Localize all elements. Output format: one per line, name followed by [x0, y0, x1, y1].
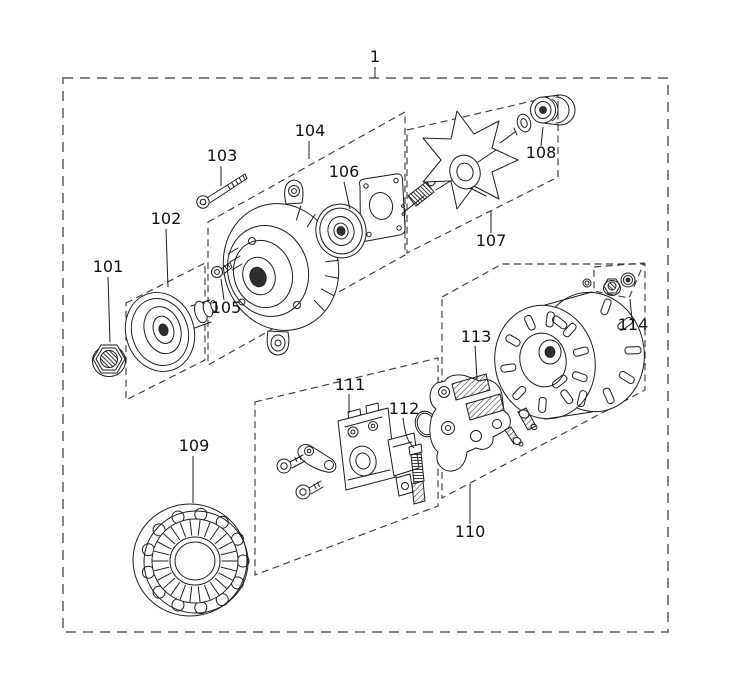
- part-103-bolt: [196, 173, 248, 209]
- stator-laminations: [152, 519, 238, 603]
- callout-labels: 1 101 102 103 104 105 106 107 108 109 11…: [93, 47, 649, 541]
- group-box-nut-washer: [593, 262, 645, 299]
- callout-105: 105: [211, 298, 242, 317]
- callout-103: 103: [207, 146, 238, 165]
- callout-108: 108: [526, 143, 557, 162]
- part-104-front-bracket: [222, 179, 340, 356]
- part-110-rear-bracket: [494, 278, 645, 431]
- callout-112: 112: [389, 399, 420, 418]
- group-box-regulator: [254, 357, 439, 576]
- callout-110: 110: [455, 522, 486, 541]
- part-112-brush: [408, 443, 426, 505]
- part-105-screw: [211, 262, 233, 278]
- part-101-nut: [92, 344, 126, 377]
- rear-bracket-vents-inner: [500, 311, 589, 413]
- callout-111: 111: [335, 375, 366, 394]
- group-box-pulley: [125, 262, 206, 401]
- part-109-stator: [132, 503, 250, 617]
- part-106-bearing-retainer: [315, 173, 406, 259]
- leader-lines: [107, 67, 633, 524]
- callout-1: 1: [370, 47, 380, 66]
- callout-102: 102: [151, 209, 182, 228]
- callout-113: 113: [461, 327, 492, 346]
- part-111-regulator: [276, 402, 438, 500]
- group-box-front-bracket: [207, 111, 406, 366]
- assembly-boundary-box: [62, 77, 669, 633]
- part-107-rotor: [403, 110, 532, 213]
- part-108-bearing: [530, 94, 576, 126]
- part-102-pulley: [124, 292, 218, 372]
- callout-109: 109: [179, 436, 210, 455]
- callout-101: 101: [93, 257, 124, 276]
- callout-114: 114: [618, 315, 649, 334]
- callout-106: 106: [329, 162, 360, 181]
- part-114-nut-washer: [603, 272, 636, 296]
- part-113-rectifier: [429, 373, 524, 472]
- callout-104: 104: [295, 121, 326, 140]
- callout-107: 107: [476, 231, 507, 250]
